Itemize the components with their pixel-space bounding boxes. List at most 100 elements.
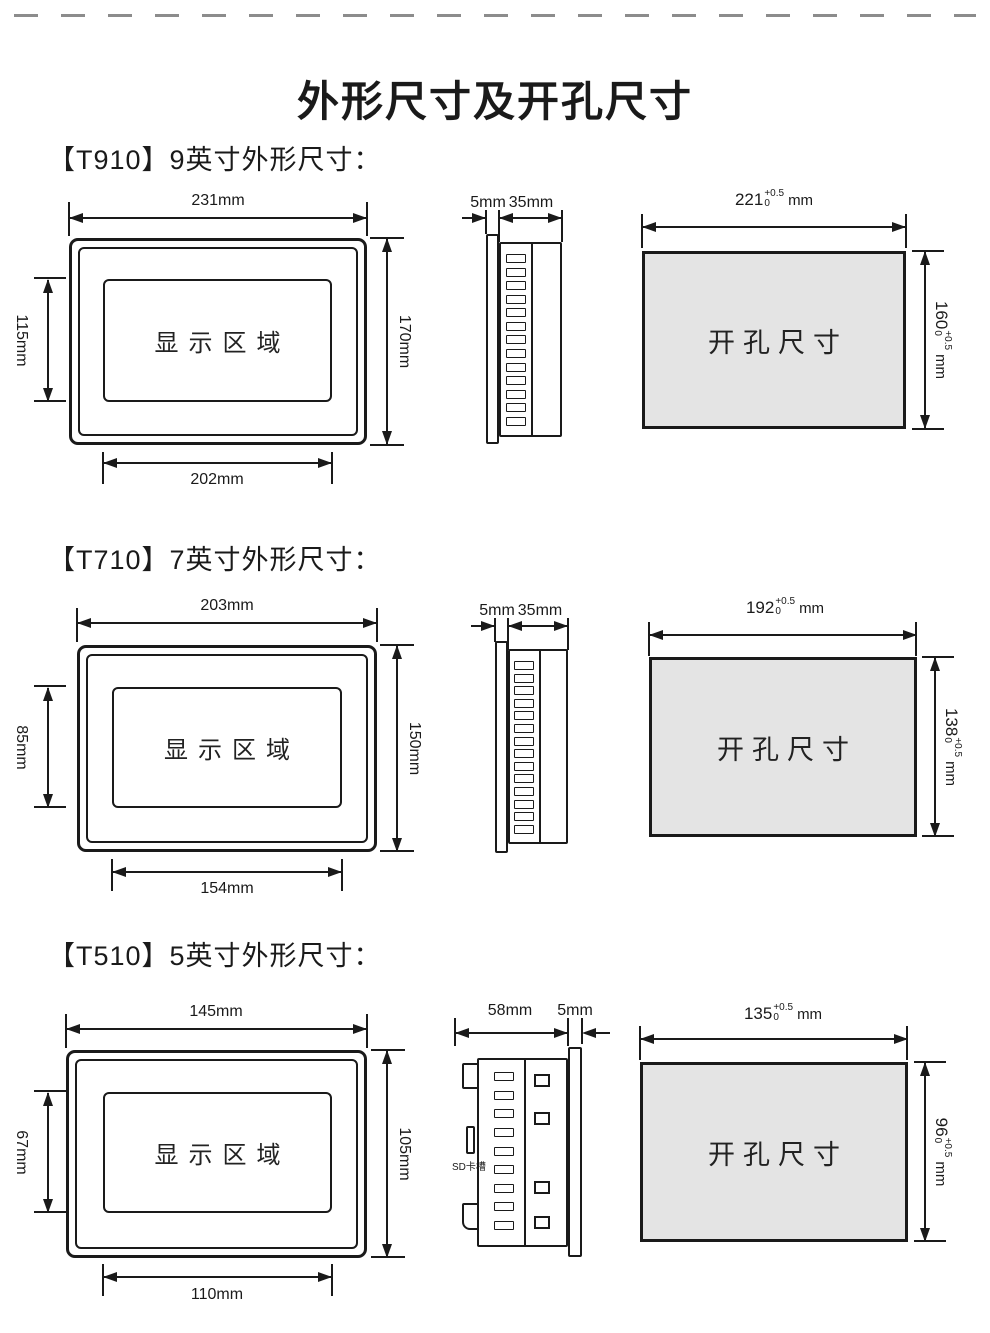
tol-minus: 0 xyxy=(775,606,781,617)
vent-slot-column xyxy=(514,661,534,834)
dim-unit: mm xyxy=(932,1161,950,1187)
vent-slot xyxy=(506,254,526,263)
height-dim-label: 150mm xyxy=(406,721,423,776)
vent-slot xyxy=(514,787,534,797)
section-heading-t710: 【T710】7英寸外形尺寸： xyxy=(48,545,382,575)
sd-card-slot xyxy=(466,1126,475,1154)
cutout-height-dimension xyxy=(918,1062,932,1242)
section-heading-t510: 【T510】5英寸外形尺寸： xyxy=(48,941,382,971)
height-dimension xyxy=(380,238,394,445)
vent-slot xyxy=(514,736,534,746)
profile-divider xyxy=(531,244,533,435)
body-profile xyxy=(508,649,568,844)
dim-value: 192 xyxy=(745,598,775,617)
tol-plus: +0.5 xyxy=(764,188,785,199)
square-hole xyxy=(534,1112,550,1125)
vent-slot xyxy=(514,698,534,708)
tol-plus: +0.5 xyxy=(942,330,953,351)
ext-line xyxy=(376,608,378,642)
dim-value: 135 xyxy=(743,1004,773,1023)
ext-line xyxy=(914,1240,946,1242)
tol-plus: +0.5 xyxy=(942,1137,953,1158)
display-height-dimension xyxy=(41,687,55,808)
vent-slot xyxy=(514,661,534,670)
vent-slot xyxy=(506,416,526,426)
tol-plus: +0.5 xyxy=(775,596,796,607)
ext-line xyxy=(370,444,404,446)
cutout-area: 开孔尺寸 xyxy=(642,251,906,429)
vent-slot xyxy=(494,1221,514,1230)
ext-line xyxy=(494,618,496,642)
height-dim-label: 105mm xyxy=(396,1127,413,1181)
width-dim-label: 231mm xyxy=(191,192,245,209)
tol-plus: +0.5 xyxy=(773,1002,794,1013)
bezel-depth-label: 5mm xyxy=(557,1002,593,1019)
ext-line xyxy=(102,452,104,484)
vent-slot xyxy=(514,774,534,784)
height-dimension xyxy=(380,1050,394,1258)
ext-line xyxy=(561,210,563,242)
display-height-dim-label: 85mm xyxy=(13,725,30,770)
cutout-label: 开孔尺寸 xyxy=(717,734,857,765)
bezel-depth-label: 5mm xyxy=(479,602,515,619)
dim-unit: mm xyxy=(797,1005,823,1023)
vent-slot xyxy=(494,1183,514,1193)
dim-value: 96 xyxy=(932,1117,951,1137)
dim-line xyxy=(588,1032,610,1034)
cutout-width-dimension xyxy=(642,220,906,234)
vent-slot xyxy=(494,1165,514,1175)
sd-card-slot-label: SD卡槽 xyxy=(452,1162,486,1173)
ext-line xyxy=(34,277,66,279)
arrowhead xyxy=(499,213,513,223)
tol-minus: 0 xyxy=(773,1012,779,1023)
width-dim-label: 145mm xyxy=(189,1003,243,1020)
vent-slot xyxy=(506,321,526,331)
ext-line xyxy=(485,210,487,234)
cutout-width-dimension xyxy=(649,628,917,642)
profile-divider xyxy=(539,651,541,842)
arrowhead xyxy=(554,621,568,631)
dim-value: 221 xyxy=(734,190,764,209)
ext-line xyxy=(366,1014,368,1048)
display-height-dimension xyxy=(41,279,55,402)
ext-line xyxy=(905,214,907,248)
width-dimension xyxy=(66,1022,367,1036)
profile-divider xyxy=(524,1060,526,1245)
vent-slot xyxy=(506,294,526,304)
display-width-dimension xyxy=(103,456,332,470)
square-hole xyxy=(534,1181,550,1194)
vent-slot xyxy=(514,673,534,683)
tol-plus: +0.5 xyxy=(952,737,963,758)
ext-line xyxy=(567,1018,569,1046)
page-title: 外形尺寸及开孔尺寸 xyxy=(296,78,693,125)
top-dashed-border xyxy=(14,14,976,17)
arrowhead xyxy=(472,213,486,223)
front-bezel-profile xyxy=(486,234,499,444)
section-heading-t910: 【T910】9英寸外形尺寸： xyxy=(48,145,382,175)
height-dimension xyxy=(390,645,404,852)
cutout-height-dimension xyxy=(918,251,932,429)
dim-line xyxy=(499,217,562,219)
cutout-area: 开孔尺寸 xyxy=(640,1062,908,1242)
ext-line xyxy=(366,202,368,236)
ext-line xyxy=(912,428,944,430)
cutout-label: 开孔尺寸 xyxy=(708,327,848,358)
width-dimension xyxy=(69,211,367,225)
display-height-dim-label: 115mm xyxy=(13,314,30,367)
cutout-height-dimension xyxy=(928,657,942,837)
width-dimension xyxy=(77,616,377,630)
vent-slot xyxy=(494,1202,514,1212)
body-depth-label: 35mm xyxy=(508,194,554,211)
display-height-dimension xyxy=(41,1092,55,1213)
vent-slot xyxy=(494,1072,514,1081)
cutout-area: 开孔尺寸 xyxy=(649,657,917,837)
dim-unit: mm xyxy=(942,761,960,787)
dim-line xyxy=(508,625,568,627)
